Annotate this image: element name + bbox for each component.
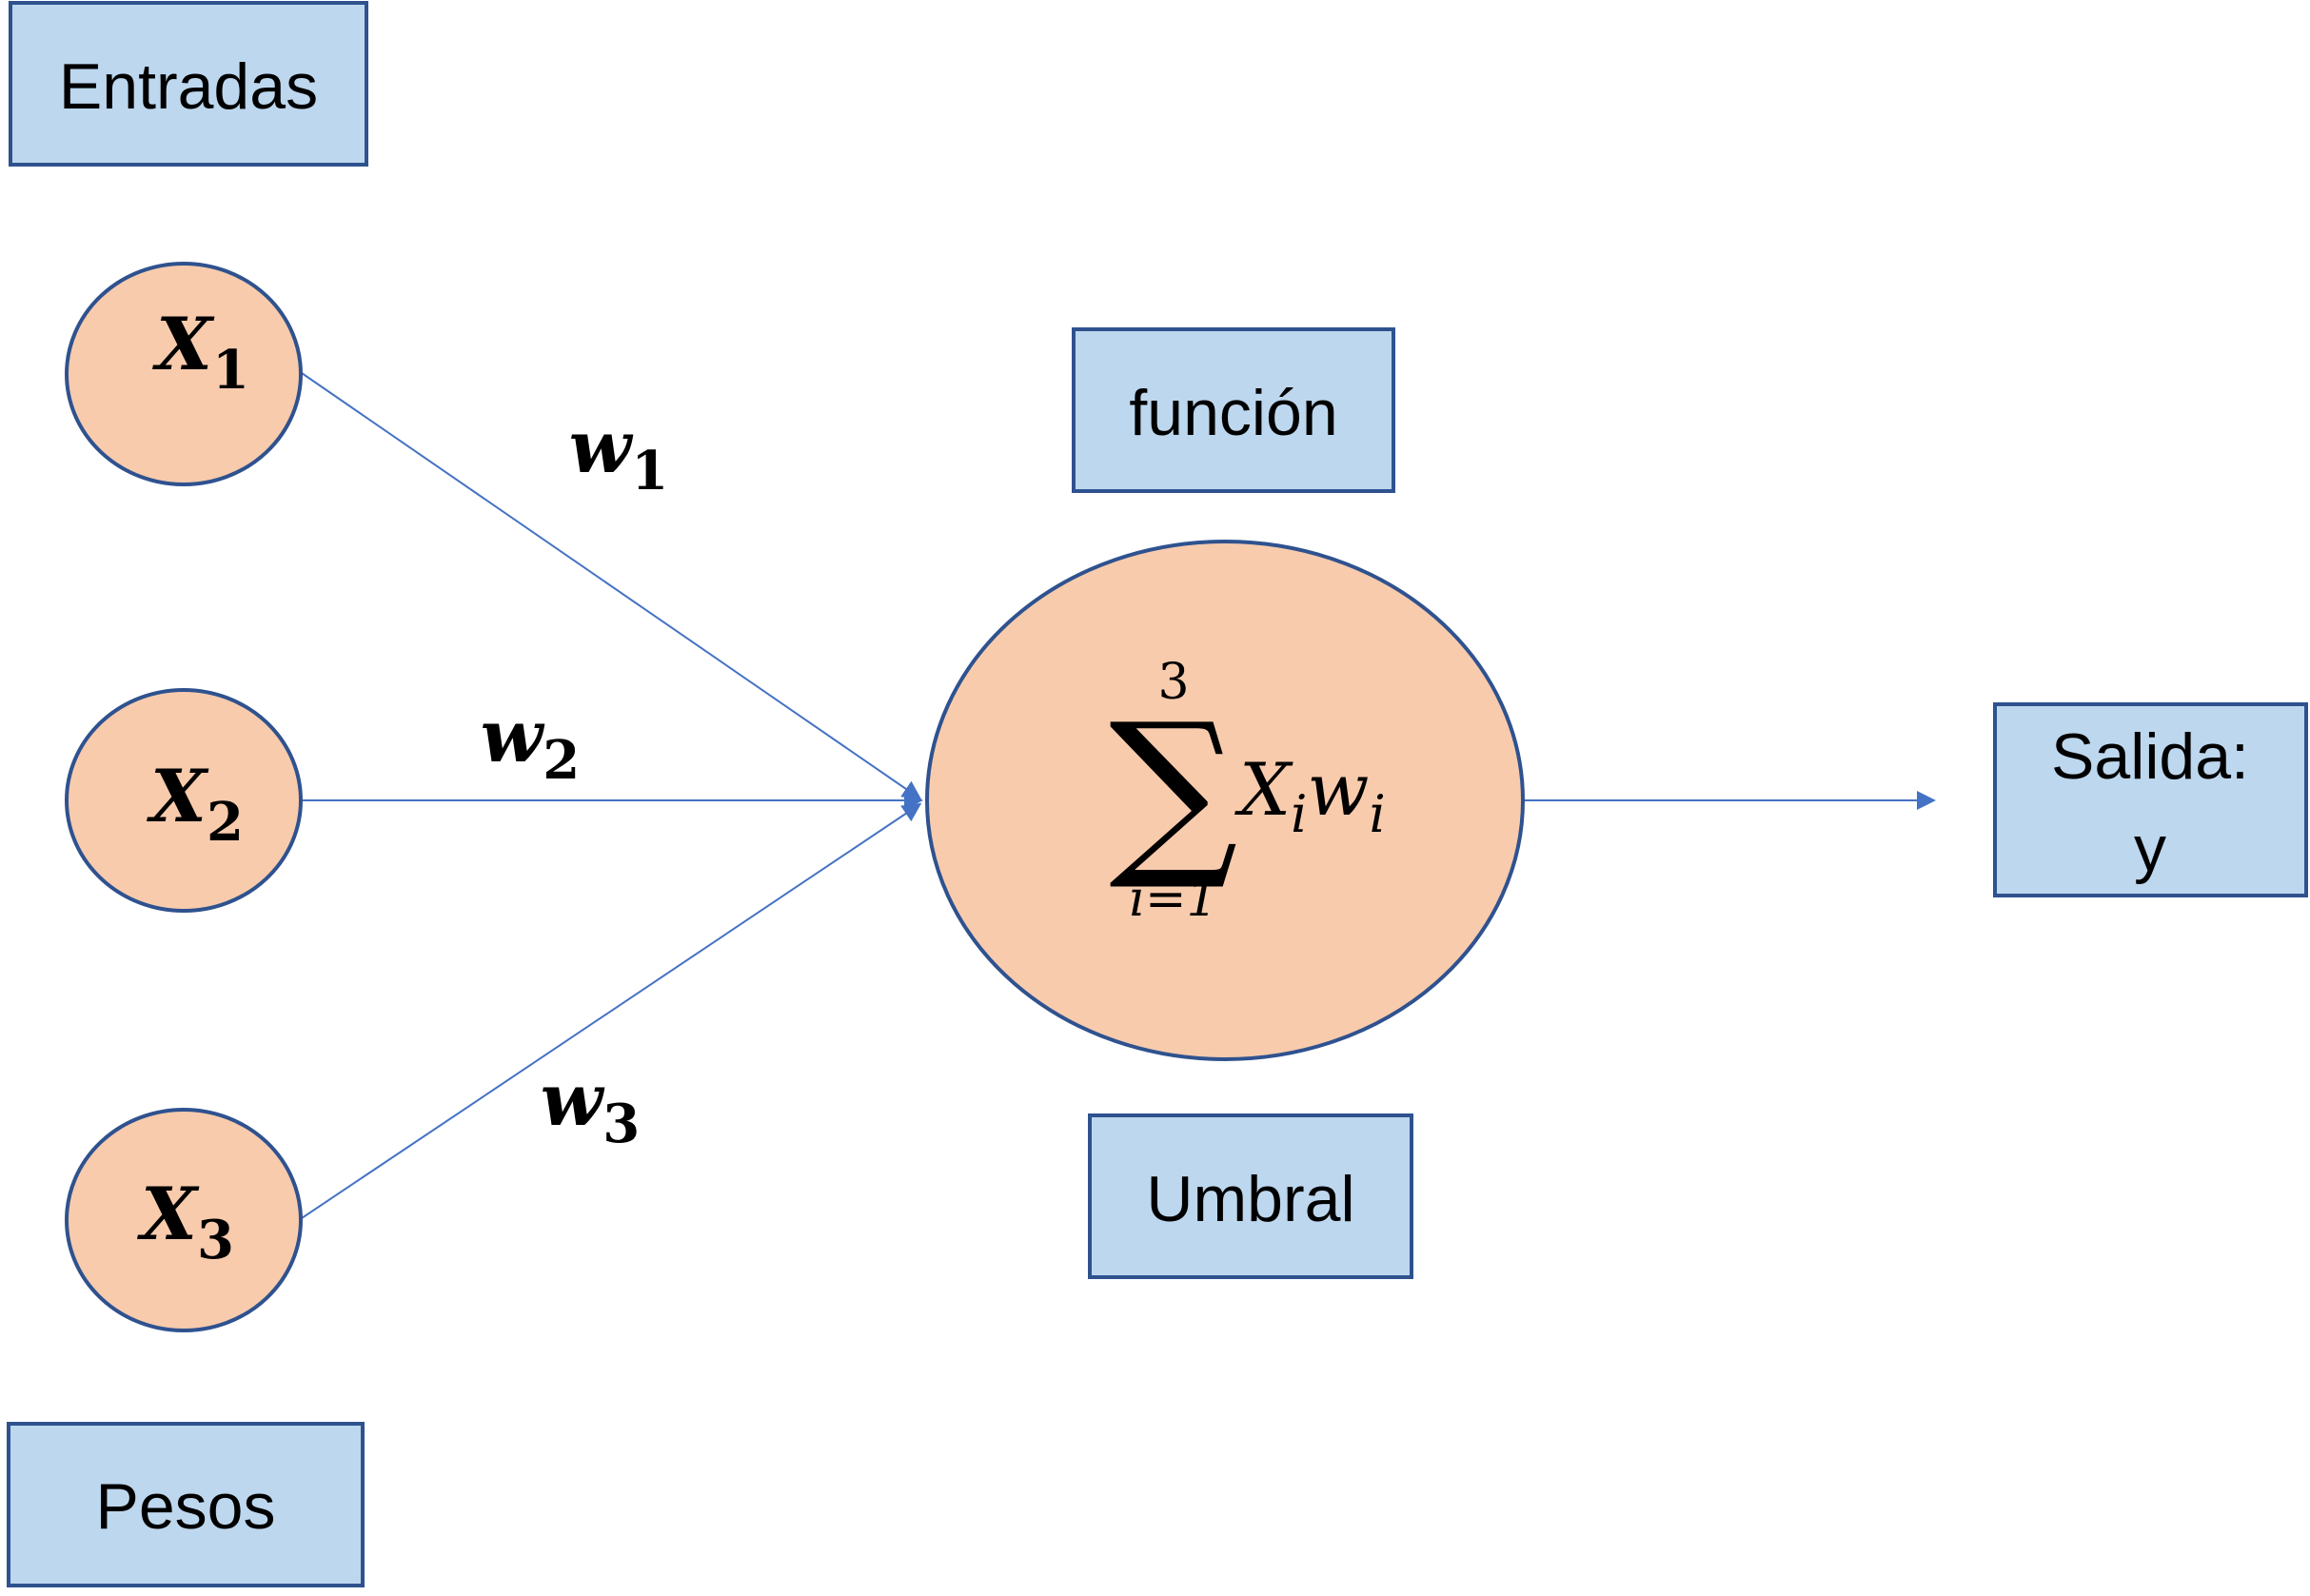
summation-node: 3 ∑ i=1 Xiwi xyxy=(925,540,1525,1061)
input-node-x3-label: X3 xyxy=(137,1172,234,1271)
sum-upper-limit: 3 xyxy=(1157,654,1189,711)
input-node-x2: X2 xyxy=(65,688,303,913)
inputs-label-box: Entradas xyxy=(9,1,368,167)
weights-label: Pesos xyxy=(96,1470,276,1543)
input-node-x1-label: X1 xyxy=(152,302,249,402)
threshold-label: Umbral xyxy=(1146,1163,1354,1235)
edge-x1-to-sum xyxy=(301,372,922,800)
inputs-label: Entradas xyxy=(59,50,318,123)
threshold-label-box: Umbral xyxy=(1088,1113,1413,1279)
edge-x3-to-sum xyxy=(301,802,922,1219)
weights-label-box: Pesos xyxy=(7,1422,365,1587)
input-node-x3: X3 xyxy=(65,1108,303,1332)
input-node-x1: X1 xyxy=(65,262,303,486)
sum-symbol: ∑ xyxy=(1109,684,1238,895)
output-label-line2: y xyxy=(2134,813,2166,885)
weight-label-w1: w1 xyxy=(569,404,668,502)
weight-label-w3: w3 xyxy=(541,1057,640,1155)
output-label-line1: Salida: xyxy=(2051,720,2249,793)
sum-lower-limit: i=1 xyxy=(1129,871,1217,928)
weight-label-w2: w2 xyxy=(481,694,580,792)
input-node-x2-label: X2 xyxy=(147,754,244,854)
sum-term: Xiwi xyxy=(1234,747,1386,844)
function-label: función xyxy=(1129,377,1337,449)
output-label-box: Salida: y xyxy=(1993,702,2308,897)
function-label-box: función xyxy=(1072,327,1395,493)
